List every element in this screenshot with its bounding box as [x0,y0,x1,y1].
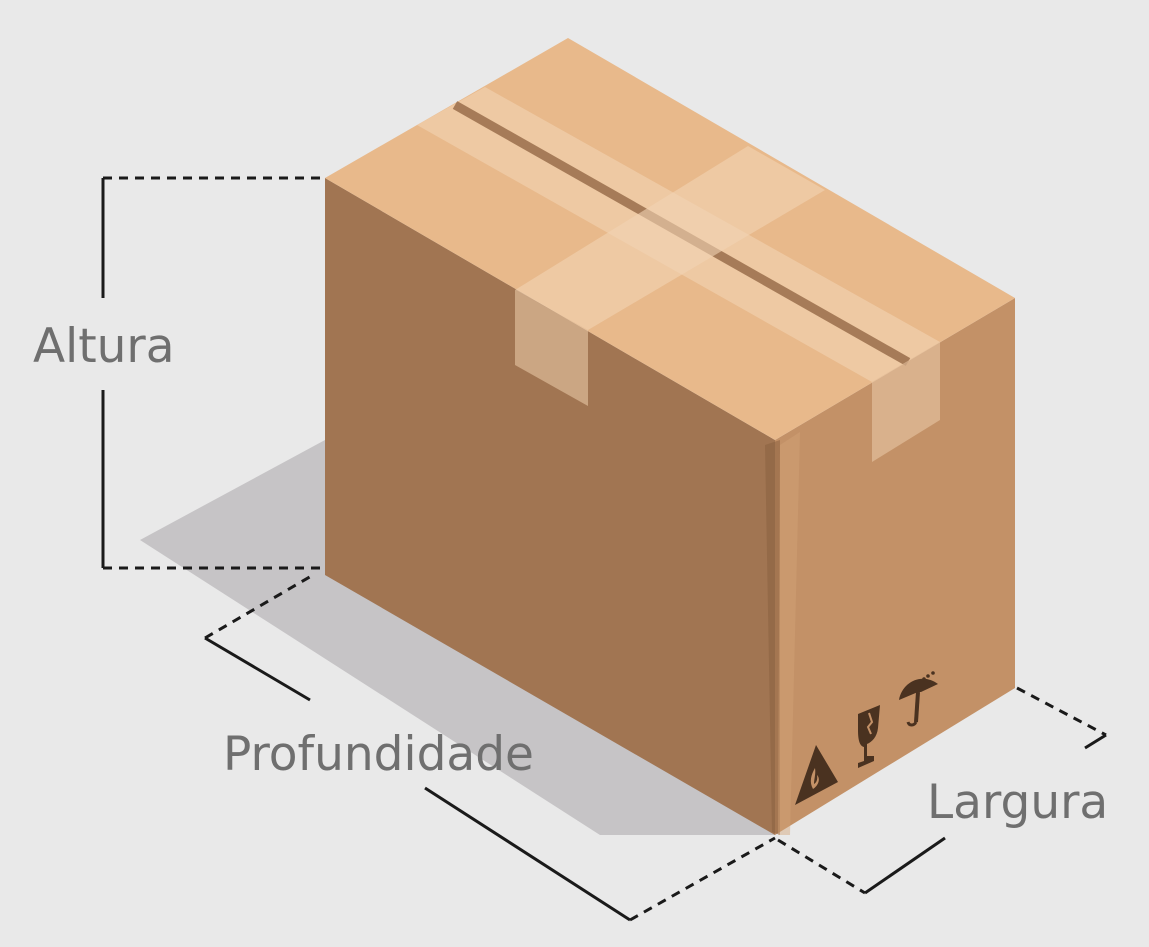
box-tape-cross [515,146,825,330]
box-side-face [775,298,1015,835]
height-label: Altura [33,319,175,374]
box-tape-side-flap [872,342,940,462]
height-dimension [101,176,323,570]
depth-label: Profundidade [223,727,534,782]
width-dimension [777,686,1107,895]
keep-dry-umbrella-icon [899,671,938,727]
box-front-face [325,178,775,835]
box-side-crease [778,432,800,835]
box-edge-highlight [765,440,780,835]
depth-dimension [204,573,776,922]
handling-icons [795,671,938,805]
flammable-warning-icon [795,745,838,805]
cardboard-box [325,38,1015,835]
fragile-glass-icon [858,705,880,768]
width-label: Largura [927,775,1108,830]
box-tape-front-flap [515,290,588,406]
